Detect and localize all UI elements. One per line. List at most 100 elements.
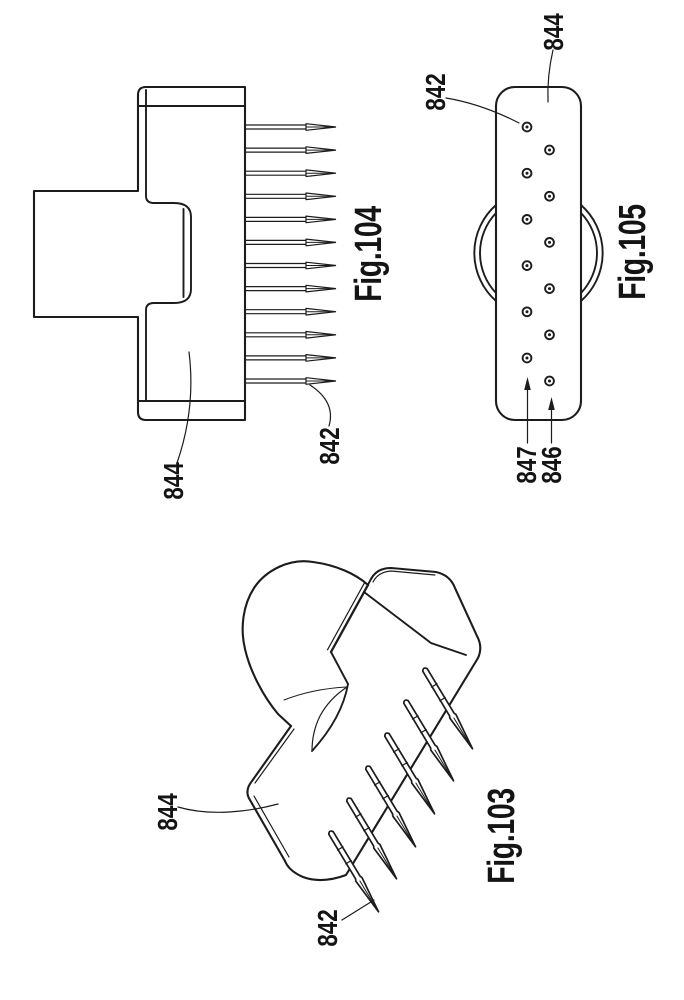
needle-shaft — [244, 309, 307, 315]
needle-tick — [401, 761, 408, 767]
needle-shaft — [244, 170, 307, 176]
fig103-handle-inner-surface-line — [283, 686, 347, 701]
needle-hole-center — [525, 356, 529, 360]
fig103-caption: Fig.103 — [481, 788, 523, 884]
needle-shaft — [244, 355, 307, 361]
needle-shaft — [244, 286, 307, 292]
needle-shaft — [244, 216, 307, 222]
needle-hole-ring — [544, 329, 555, 341]
needle-hole-ring — [544, 190, 555, 202]
needle-center-line — [359, 880, 377, 909]
fig103-slab-face-edge — [362, 578, 467, 656]
fig103-leader-842 — [341, 899, 375, 921]
needle-center-line — [377, 847, 395, 876]
needle-shaft — [244, 332, 307, 338]
needle-hole-ring — [544, 237, 555, 248]
fig104-tongue-outline — [153, 202, 192, 304]
needle-hole-center — [525, 310, 529, 314]
needle-hole-center — [525, 171, 529, 175]
needle-tick — [382, 794, 389, 800]
fig105-ref-844: 844 — [539, 13, 570, 50]
needle-tick — [336, 846, 344, 851]
needle-hole-center — [548, 333, 551, 337]
needle-tick — [439, 696, 446, 702]
fig105-arrow-847-head — [524, 377, 531, 390]
fig103-needles — [327, 667, 474, 913]
fig103-ref-844: 844 — [153, 793, 184, 830]
fig105-rear-arc-right-inner — [580, 212, 598, 294]
fig105-ref-847: 847 — [512, 446, 543, 483]
fig104-edge-line-upper — [145, 89, 155, 204]
fig103-handle-notch — [330, 651, 349, 685]
needle-tick — [411, 715, 419, 720]
needle-hole-ring — [521, 214, 533, 225]
needle-tick — [345, 859, 352, 865]
needle-hole-center — [548, 287, 551, 291]
fig104-body-outline — [32, 85, 247, 422]
fig104-leader-844 — [176, 351, 192, 464]
fig103-slab-end-edge-inner — [253, 795, 290, 858]
needle-hole-center — [525, 125, 529, 129]
needle-hole-center — [525, 217, 529, 221]
fig105-rear-arc-left-inner — [479, 212, 497, 294]
fig105-leader-842 — [445, 97, 520, 124]
fig105-rear-arc-left-outer — [473, 204, 497, 302]
fig103-handle-edge-double-1 — [329, 583, 370, 654]
fig105-arrow-846-head — [548, 397, 555, 410]
needle-hole-ring — [544, 283, 555, 294]
fig105-drawing: 842 844 847 846 Fig.105 — [421, 13, 654, 483]
needle-hole-ring — [521, 352, 533, 364]
needle-shaft — [244, 193, 307, 199]
needle-shaft — [244, 378, 307, 384]
needle-tick — [430, 683, 438, 688]
fig105-needle-holes — [521, 121, 555, 387]
needle-shaft — [244, 147, 307, 153]
needle-hole-center — [548, 240, 551, 244]
fig103-slab-outline — [246, 566, 482, 882]
needle-hole-ring — [521, 121, 533, 133]
fig104-ref-844: 844 — [159, 462, 190, 499]
needle-hole-center — [548, 194, 551, 198]
fig104-leader-842 — [309, 384, 332, 427]
needle-hole-ring — [521, 167, 533, 179]
fig104-caption: Fig.104 — [348, 206, 390, 302]
fig103-slab-left-edge-inner — [254, 728, 295, 784]
needle-hole-ring — [521, 260, 533, 271]
needle-hole-center — [548, 148, 551, 152]
fig103-handle-inner-crescent — [311, 686, 348, 752]
fig105-ref-846: 846 — [537, 446, 568, 483]
fig103-ref-842: 842 — [313, 909, 344, 946]
needle-shaft — [244, 262, 307, 269]
fig103-drawing: 844 842 Fig.103 — [153, 560, 523, 947]
fig103-handle-edge-double-2 — [326, 582, 366, 651]
needle-shaft — [244, 124, 307, 130]
needle-tick — [373, 781, 381, 786]
needle-hole-center — [525, 264, 529, 268]
needle-center-line — [453, 717, 471, 746]
needle-tick — [363, 826, 370, 832]
fig103-handle-tongue-edge — [311, 683, 349, 752]
needle-hole-center — [548, 379, 551, 383]
fig104-edge-line-lower — [145, 302, 155, 402]
fig103-handle-right — [311, 560, 370, 587]
needle-center-line — [434, 749, 452, 778]
fig105-ref-842: 842 — [421, 73, 452, 110]
fig105-plate-outline — [494, 85, 583, 422]
fig103-leader-844 — [177, 803, 279, 813]
fig103-slab-top-edge-inner — [372, 570, 436, 583]
needle-center-line — [396, 815, 414, 844]
needle-hole-ring — [521, 306, 533, 318]
needle-hole-ring — [544, 144, 555, 156]
fig105-leader-844 — [547, 49, 554, 103]
needle-tick — [354, 813, 362, 818]
fig105-rear-arc-right-outer — [580, 204, 604, 302]
fig104-needles — [244, 123, 337, 385]
fig103-handle-outer — [241, 560, 315, 728]
needle-tick — [420, 728, 427, 734]
fig104-drawing: 844 842 Fig.104 — [32, 85, 390, 500]
needle-tick — [392, 748, 400, 753]
needle-center-line — [415, 782, 433, 811]
fig105-caption: Fig.105 — [612, 204, 654, 300]
